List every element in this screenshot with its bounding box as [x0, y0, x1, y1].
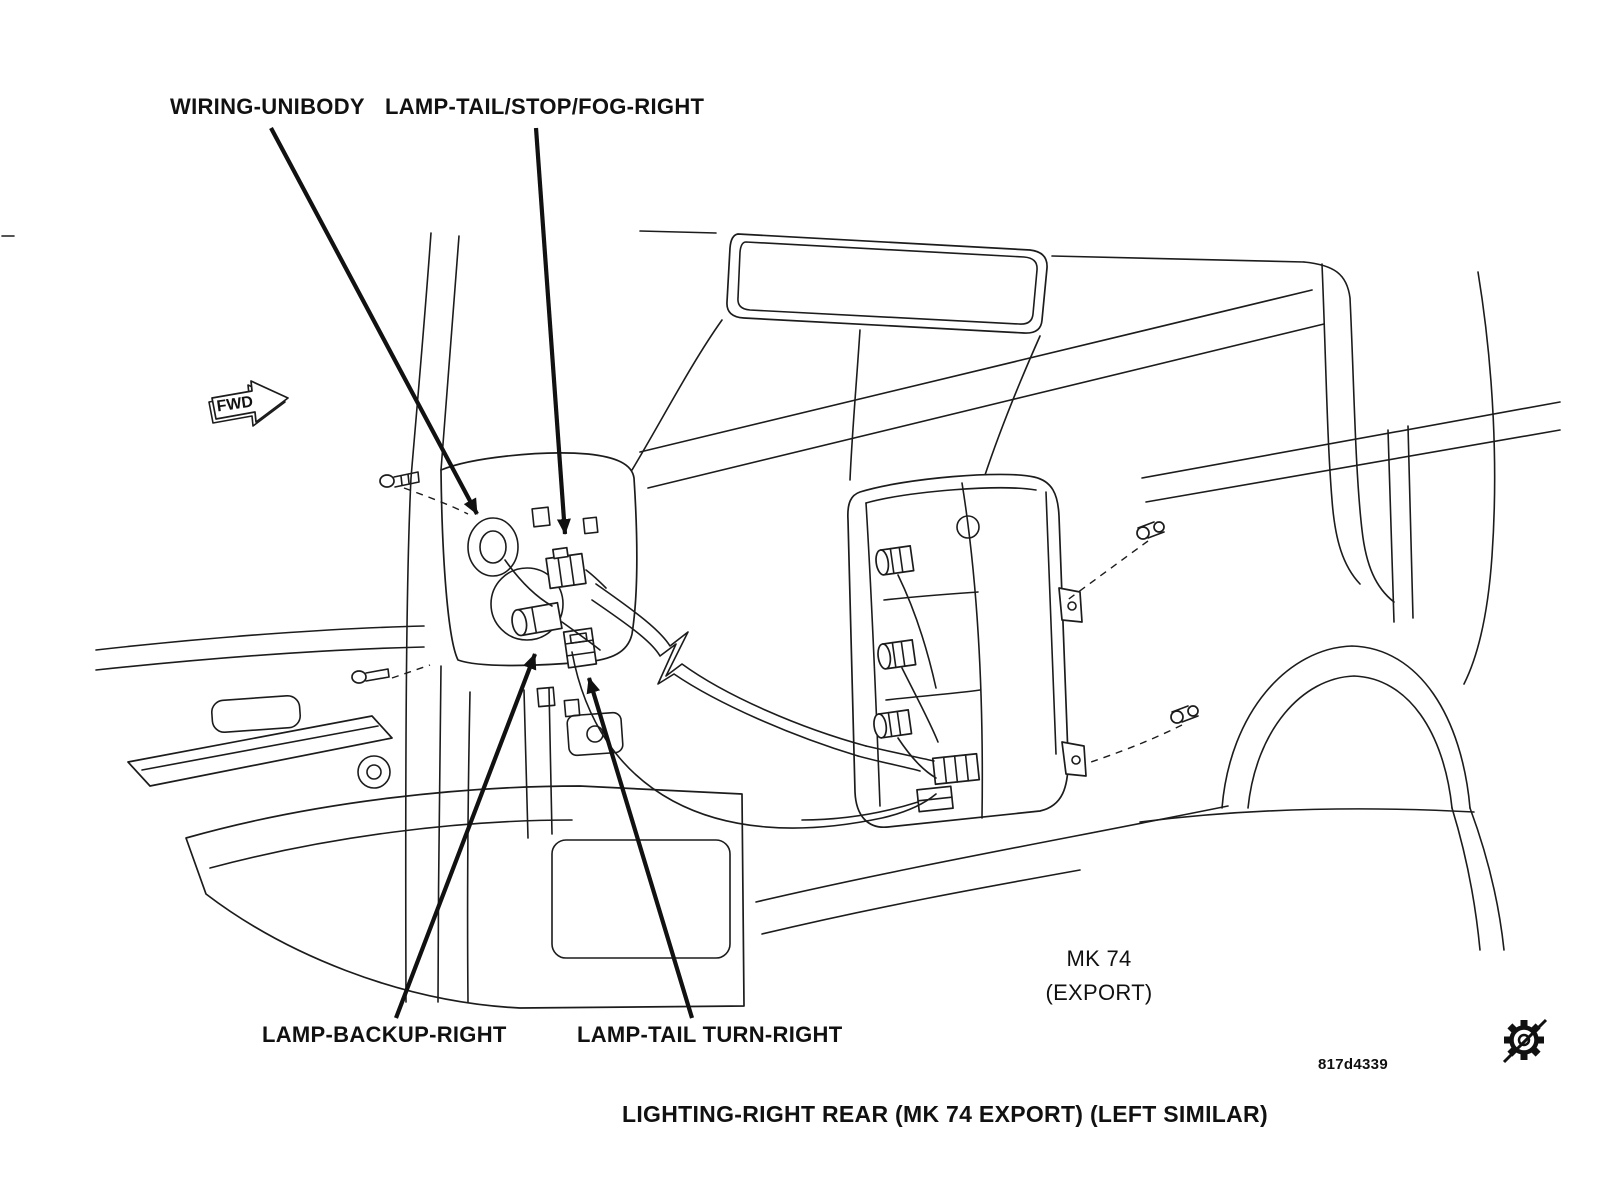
- rear-window-outline: [726, 233, 1048, 334]
- variant-market: (EXPORT): [1045, 980, 1153, 1005]
- vehicle-body-outline: [1, 230, 1561, 951]
- figure-code: 817d4339: [1318, 1056, 1388, 1073]
- wiring-harness: [571, 574, 939, 829]
- tailgate-lower-panels: [95, 625, 745, 1009]
- tail-lamp-assembly: [847, 473, 1087, 828]
- callout-lamp-tail-turn-right: LAMP-TAIL TURN-RIGHT: [577, 1022, 843, 1047]
- callout-wiring-unibody: WIRING-UNIBODY: [170, 94, 365, 119]
- figure-caption: LIGHTING-RIGHT REAR (MK 74 EXPORT) (LEFT…: [622, 1101, 1268, 1127]
- pillar-and-lamp-pocket: [404, 232, 638, 1003]
- callout-lamp-tail-stop-fog-right: LAMP-TAIL/STOP/FOG-RIGHT: [385, 94, 705, 119]
- gear-icon: [1502, 1018, 1548, 1064]
- callout-lamp-backup-right: LAMP-BACKUP-RIGHT: [262, 1022, 507, 1047]
- fasteners: [351, 471, 1199, 764]
- leader-lines: [269, 127, 695, 1019]
- variant-name: MK 74: [1066, 946, 1132, 971]
- harness-connectors: [504, 546, 607, 669]
- fwd-arrow-icon: [208, 380, 289, 427]
